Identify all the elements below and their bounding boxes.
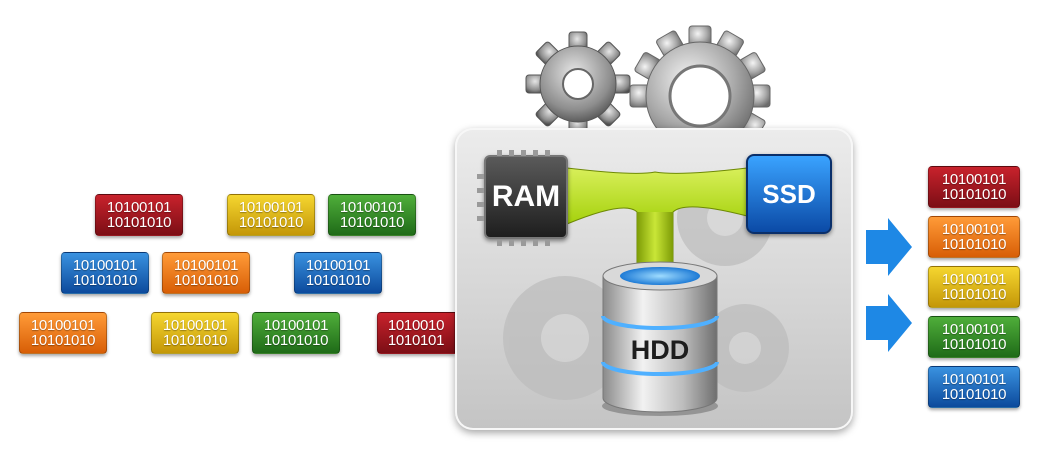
block-line: 10101010 xyxy=(941,386,1007,403)
ram-label: RAM xyxy=(491,180,561,213)
block-line: 10100101 xyxy=(941,271,1007,288)
hdd-database-icon xyxy=(601,261,719,416)
block-line: 10101010 xyxy=(30,332,96,349)
block-line: 10100101 xyxy=(941,321,1007,338)
block-line: 10100101 xyxy=(263,317,329,334)
hdd-label: HDD xyxy=(630,335,690,365)
background-gears-icon xyxy=(503,170,789,400)
block-line: 10100101 xyxy=(941,171,1007,188)
block-line: 10101010 xyxy=(941,236,1007,253)
block-line: 10101010 xyxy=(941,286,1007,303)
output-data-block: 10100101 10101010 xyxy=(928,316,1020,358)
block-line: 1010101 xyxy=(387,332,445,349)
block-line: 10101010 xyxy=(339,214,405,231)
data-block: 10100101 10101010 xyxy=(61,252,149,294)
storage-machine-panel: RAM SSD xyxy=(455,128,853,430)
block-line: 10101010 xyxy=(941,336,1007,353)
block-line: 10101010 xyxy=(173,272,239,289)
data-block: 10100101 10101010 xyxy=(328,194,416,236)
block-line: 10100101 xyxy=(941,371,1007,388)
block-line: 10100101 xyxy=(106,199,172,216)
data-block: 10100101 10101010 xyxy=(95,194,183,236)
block-line: 10101010 xyxy=(106,214,172,231)
output-data-block: 10100101 10101010 xyxy=(928,366,1020,408)
data-block-entering: 1010010 1010101 xyxy=(377,312,455,354)
block-line: 10100101 xyxy=(72,257,138,274)
data-block: 10100101 10101010 xyxy=(294,252,382,294)
right-arrow-icon xyxy=(866,218,912,276)
block-line: 10100101 xyxy=(162,317,228,334)
data-block: 10100101 10101010 xyxy=(162,252,250,294)
output-data-block: 10100101 10101010 xyxy=(928,216,1020,258)
block-line: 10101010 xyxy=(941,186,1007,203)
block-line: 10101010 xyxy=(162,332,228,349)
block-line: 10100101 xyxy=(305,257,371,274)
right-arrow-icon xyxy=(866,294,912,352)
block-line: 10101010 xyxy=(305,272,371,289)
data-block: 10100101 10101010 xyxy=(19,312,107,354)
output-data-block: 10100101 10101010 xyxy=(928,266,1020,308)
chip-pins-icon xyxy=(477,150,550,246)
block-line: 10101010 xyxy=(72,272,138,289)
block-line: 10100101 xyxy=(173,257,239,274)
ssd-label: SSD xyxy=(762,178,816,209)
block-line: 1010010 xyxy=(387,317,445,334)
data-block: 10100101 10101010 xyxy=(151,312,239,354)
data-pipe-connector xyxy=(566,167,748,270)
block-line: 10100101 xyxy=(30,317,96,334)
block-line: 10100101 xyxy=(238,199,304,216)
data-block: 10100101 10101010 xyxy=(227,194,315,236)
block-line: 10101010 xyxy=(238,214,304,231)
data-block: 10100101 10101010 xyxy=(252,312,340,354)
ssd-chip: SSD xyxy=(746,154,832,234)
block-line: 10100101 xyxy=(339,199,405,216)
block-line: 10101010 xyxy=(263,332,329,349)
block-line: 10100101 xyxy=(941,221,1007,238)
ram-chip: RAM xyxy=(484,155,568,239)
output-data-block: 10100101 10101010 xyxy=(928,166,1020,208)
